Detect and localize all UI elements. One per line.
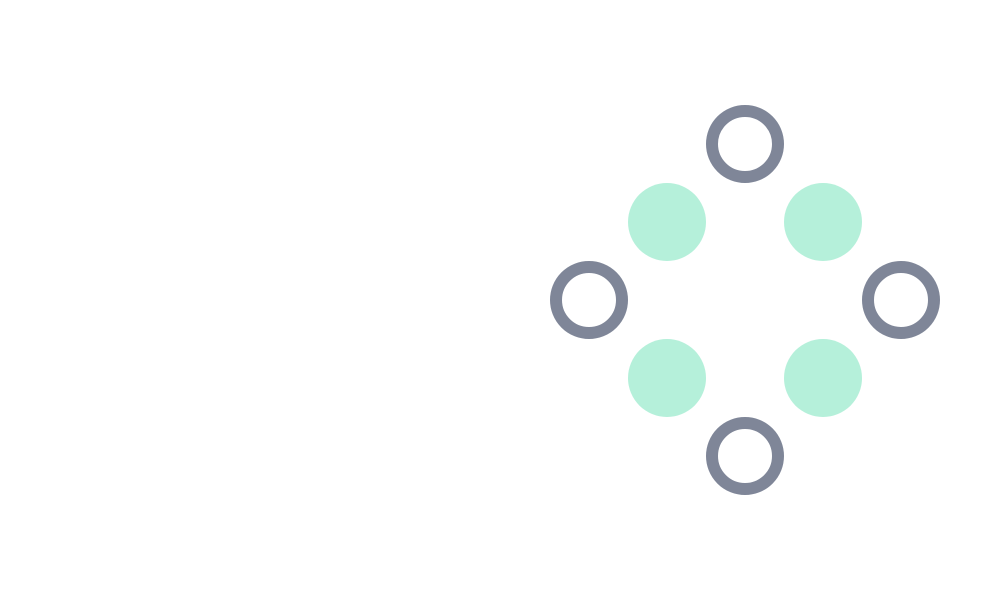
ring-bottom-icon xyxy=(706,417,784,495)
filled-dot-bottom-left-icon xyxy=(628,339,706,417)
ring-left-icon xyxy=(550,261,628,339)
diamond-dot-pattern-icon xyxy=(550,105,940,495)
filled-dot-bottom-right-icon xyxy=(784,339,862,417)
ring-top-icon xyxy=(706,105,784,183)
filled-dot-top-right-icon xyxy=(784,183,862,261)
filled-dot-top-left-icon xyxy=(628,183,706,261)
ring-right-icon xyxy=(862,261,940,339)
